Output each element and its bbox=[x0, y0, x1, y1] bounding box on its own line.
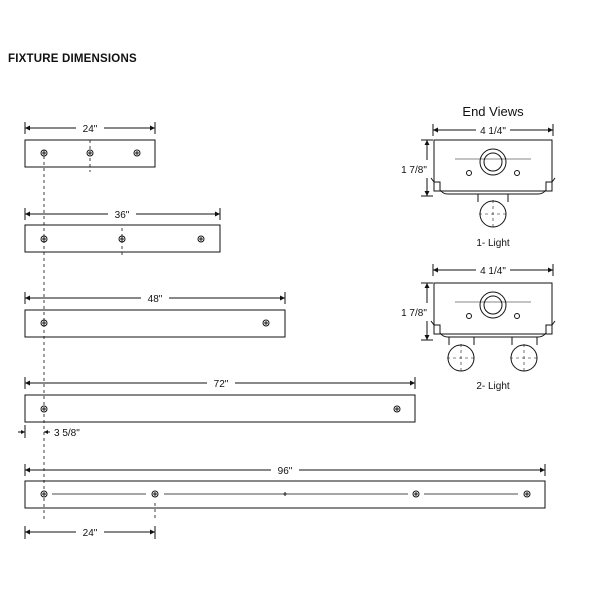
mount-hole bbox=[133, 149, 141, 157]
mount-hole bbox=[40, 490, 48, 498]
mount-hole bbox=[40, 405, 48, 413]
mount-hole bbox=[40, 149, 48, 157]
end-view-width-label: 4 1/4" bbox=[480, 266, 506, 277]
fixture-96-label: 96" bbox=[278, 466, 293, 477]
fixture-24: 24" bbox=[24, 122, 156, 172]
mount-hole bbox=[412, 490, 420, 498]
mount-hole bbox=[523, 490, 531, 498]
screw-hole bbox=[466, 170, 472, 176]
spacing-dimension: 24" bbox=[24, 526, 156, 539]
mount-hole bbox=[40, 235, 48, 243]
page-title: FIXTURE DIMENSIONS bbox=[8, 53, 137, 65]
mount-hole bbox=[197, 235, 205, 243]
fixture-72: 72" bbox=[24, 377, 416, 423]
center-mark bbox=[283, 492, 287, 496]
fixture-48-label: 48" bbox=[148, 294, 163, 305]
mount-hole bbox=[86, 149, 94, 157]
offset-label: 3 5/8" bbox=[54, 428, 80, 439]
mount-hole bbox=[40, 319, 48, 327]
end-view-1-light: 4 1/4" 1 7/8" 1- Light bbox=[401, 124, 556, 249]
lamp-channel bbox=[434, 181, 552, 195]
knockout-inner bbox=[483, 152, 503, 172]
end-views-heading: End Views bbox=[462, 104, 524, 119]
mount-hole bbox=[151, 490, 159, 498]
mount-hole bbox=[262, 319, 270, 327]
housing bbox=[433, 139, 553, 192]
fixture-body bbox=[24, 224, 221, 253]
mount-hole bbox=[393, 405, 401, 413]
fixture-body bbox=[24, 309, 286, 338]
fixture-36-label: 36" bbox=[115, 210, 130, 221]
lip bbox=[430, 177, 435, 183]
knockout-inner bbox=[483, 295, 503, 315]
knockout bbox=[479, 291, 507, 319]
fixture-96: 96" bbox=[24, 464, 546, 520]
lamp-channel bbox=[434, 324, 552, 338]
fixture-body bbox=[24, 480, 546, 509]
screw-hole bbox=[514, 170, 520, 176]
housing bbox=[433, 282, 553, 335]
fixture-24-label: 24" bbox=[83, 124, 98, 135]
lip bbox=[430, 320, 435, 326]
lip bbox=[551, 320, 556, 326]
offset-dimension: 3 5/8" bbox=[18, 425, 80, 439]
end-view-2-light: 4 1/4" 1 7/8" 2- L bbox=[401, 264, 556, 392]
fixture-48: 48" bbox=[24, 292, 286, 338]
screw-hole bbox=[514, 313, 520, 319]
two-light-label: 2- Light bbox=[476, 381, 510, 392]
end-view-height-label: 1 7/8" bbox=[401, 165, 427, 176]
screw-hole bbox=[466, 313, 472, 319]
knockout bbox=[479, 148, 507, 176]
spacing-label: 24" bbox=[83, 528, 98, 539]
end-view-height-label: 1 7/8" bbox=[401, 308, 427, 319]
one-light-label: 1- Light bbox=[476, 238, 510, 249]
mount-hole bbox=[118, 235, 126, 243]
fixture-72-label: 72" bbox=[214, 379, 229, 390]
fixture-body bbox=[24, 394, 416, 423]
end-view-width-label: 4 1/4" bbox=[480, 126, 506, 137]
fixture-36: 36" bbox=[24, 208, 221, 258]
lip bbox=[551, 177, 556, 183]
